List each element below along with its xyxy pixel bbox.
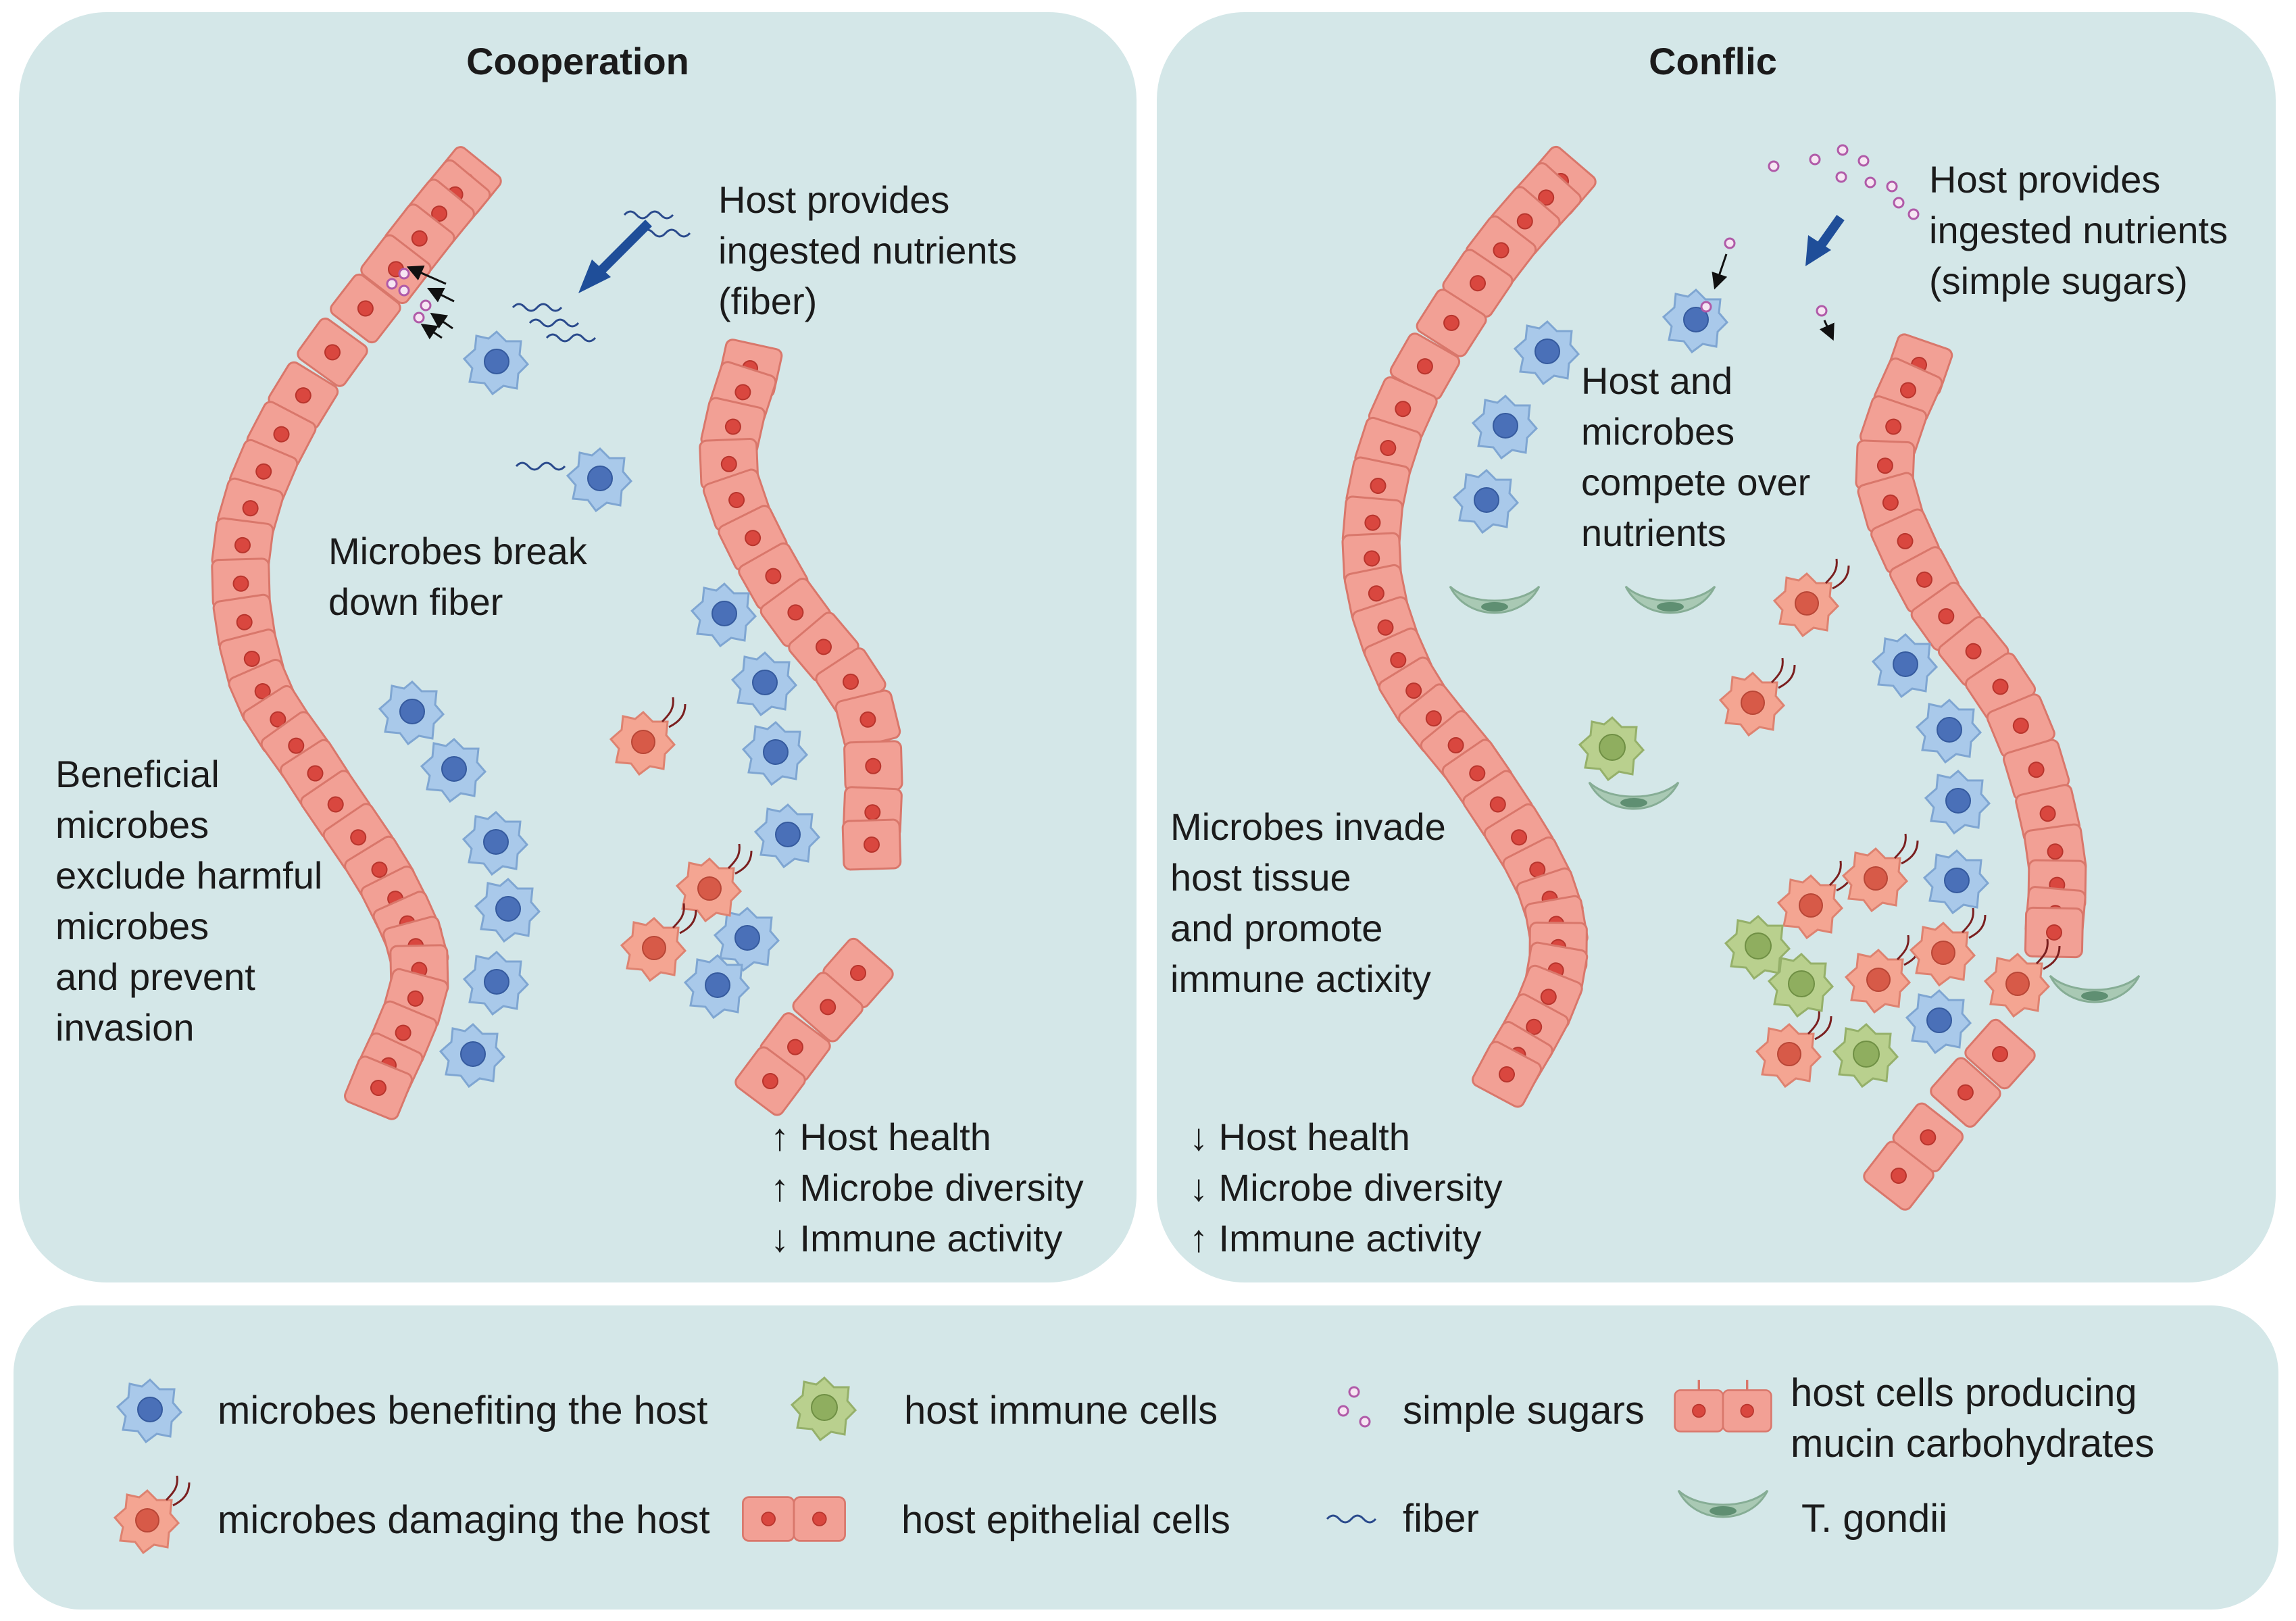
nutrient-arrow-coop xyxy=(591,220,652,280)
t-gondii xyxy=(1588,781,1680,810)
conflict-title: Conflic xyxy=(1649,40,1777,82)
epithelial-cell xyxy=(2024,906,2085,959)
conf-outcome-host-health: ↓ Host health xyxy=(1189,1116,1410,1158)
harmful-microbe xyxy=(1773,557,1850,637)
harmful-microbe xyxy=(609,696,687,776)
harmful-microbe xyxy=(1719,657,1796,737)
beneficial-microbe xyxy=(1453,469,1519,534)
harmful-microbe xyxy=(1842,832,1919,912)
beneficial-microbe xyxy=(1872,633,1938,698)
beneficial-microbe xyxy=(1472,395,1538,459)
fiber-strands-coop xyxy=(511,210,691,471)
beneficial-microbe xyxy=(420,738,486,803)
harmful-microbe xyxy=(1777,859,1854,939)
legend-icons xyxy=(114,1376,1772,1554)
legend-panel xyxy=(14,1305,2278,1610)
legend-label-immune: host immune cells xyxy=(904,1389,1218,1432)
coop-breakdown-label: Microbes break down fiber xyxy=(328,530,587,623)
beneficial-microbe xyxy=(463,330,529,395)
harmful-microbe xyxy=(1910,907,1987,987)
beneficial-microbe xyxy=(731,651,797,716)
beneficial-microbe-icon xyxy=(116,1378,182,1443)
legend-label-epithelial: host epithelial cells xyxy=(901,1498,1230,1542)
beneficial-microbe xyxy=(566,447,632,512)
fiber-icon xyxy=(1326,1514,1377,1524)
coop-outcome-immune: ↓ Immune activity xyxy=(770,1217,1063,1260)
harmful-microbe xyxy=(620,902,697,982)
harmful-microbe xyxy=(676,843,753,922)
t-gondii xyxy=(1624,585,1716,614)
legend-label-gondii: T. gondii xyxy=(1801,1497,1948,1541)
mucin-cell-icon xyxy=(1674,1380,1772,1432)
conf-nutrient-label: Host provides ingested nutrients (simple… xyxy=(1929,158,2228,302)
epithelial-cell xyxy=(841,818,902,871)
beneficial-microbe xyxy=(754,803,820,868)
conflict-panel xyxy=(1157,12,2276,1282)
beneficial-microbe xyxy=(1905,989,1972,1054)
legend-label-harmful: microbes damaging the host xyxy=(218,1498,710,1542)
beneficial-microbe xyxy=(1916,699,1982,764)
cooperation-panel xyxy=(19,12,1137,1282)
coop-outcome-host-health: ↑ Host health xyxy=(770,1116,991,1158)
sugar-uptake-coop xyxy=(386,266,455,340)
legend-label-sugars: simple sugars xyxy=(1403,1389,1645,1432)
harmful-microbe-icon xyxy=(114,1474,191,1554)
beneficial-microbe xyxy=(462,811,528,876)
beneficial-microbe xyxy=(439,1023,505,1088)
immune-cell xyxy=(1578,716,1645,781)
simple-sugars-conf xyxy=(1700,144,1920,341)
t-gondii xyxy=(1449,585,1541,614)
conf-compete-label: Host and microbes compete over nutrients xyxy=(1581,359,1811,554)
beneficial-microbe xyxy=(378,680,445,745)
beneficial-microbe xyxy=(684,954,750,1019)
coop-outcome-diversity: ↑ Microbe diversity xyxy=(770,1166,1084,1209)
conf-outcome-immune: ↑ Immune activity xyxy=(1189,1217,1482,1260)
beneficial-microbe xyxy=(691,582,757,647)
coop-exclusion-label: Beneficial microbes exclude harmful micr… xyxy=(55,753,323,1049)
legend-label-fiber: fiber xyxy=(1403,1497,1479,1541)
legend-label-mucin: host cells producing mucin carbohydrates xyxy=(1791,1371,2155,1466)
immune-cell xyxy=(1832,1023,1899,1088)
simple-sugar-icon xyxy=(1337,1386,1371,1428)
beneficial-microbe xyxy=(1514,320,1580,385)
beneficial-microbe xyxy=(463,951,529,1016)
legend-label-beneficial: microbes benefiting the host xyxy=(218,1389,708,1432)
cooperation-title: Cooperation xyxy=(466,40,689,82)
t-gondii-icon xyxy=(1677,1489,1769,1518)
beneficial-microbe xyxy=(1924,770,1991,834)
conf-invade-label: Microbes invade host tissue and promote … xyxy=(1170,805,1446,1000)
t-gondii xyxy=(2049,974,2141,1003)
beneficial-microbe xyxy=(474,878,541,943)
epithelial-cell xyxy=(843,740,903,793)
conf-outcome-diversity: ↓ Microbe diversity xyxy=(1189,1166,1503,1209)
beneficial-microbe xyxy=(1923,849,1989,914)
coop-nutrient-label: Host provides ingested nutrients (fiber) xyxy=(718,178,1018,322)
harmful-microbe xyxy=(1845,934,1922,1014)
beneficial-microbe xyxy=(1662,289,1728,353)
harmful-microbe xyxy=(1755,1008,1832,1088)
beneficial-microbe xyxy=(742,721,808,786)
epithelial-cell-icon xyxy=(742,1496,846,1542)
immune-cell-icon xyxy=(791,1376,857,1441)
